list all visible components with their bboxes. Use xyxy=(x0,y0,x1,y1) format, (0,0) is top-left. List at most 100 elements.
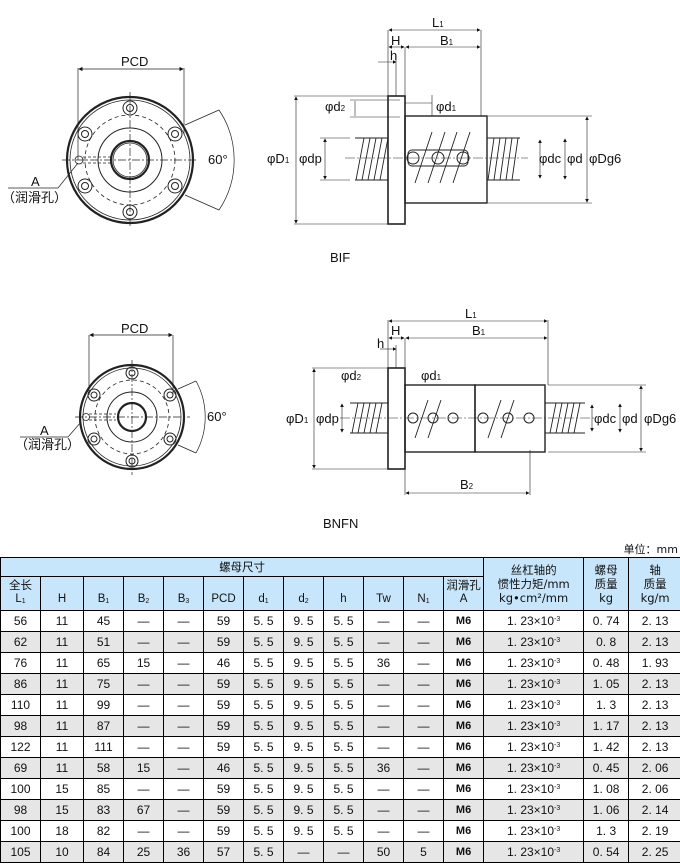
table-cell: 2. 25 xyxy=(628,841,680,863)
table-cell: 62 xyxy=(0,631,41,653)
table-cell: 1. 3 xyxy=(583,694,630,716)
table-cell: 5. 5 xyxy=(243,778,284,800)
table-cell: 0. 54 xyxy=(583,841,630,863)
bnfn-D1-label: φD1 xyxy=(286,411,309,426)
table-cell: 65 xyxy=(83,652,124,674)
table-cell: 111 xyxy=(83,736,124,758)
table-cell: — xyxy=(123,631,164,653)
table-cell: — xyxy=(403,820,444,842)
table-cell: — xyxy=(403,736,444,758)
table-cell: 15 xyxy=(40,778,84,800)
table-cell: — xyxy=(363,820,404,842)
nut-body-1 xyxy=(404,384,476,453)
table-cell: 0. 45 xyxy=(583,757,630,779)
table-cell: — xyxy=(363,631,404,653)
table-cell: 9. 5 xyxy=(283,652,324,674)
table-cell: 2. 13 xyxy=(628,631,680,653)
table-cell: — xyxy=(363,694,404,716)
bnfn-angle-label: 60° xyxy=(207,409,227,424)
table-cell: 5. 5 xyxy=(243,757,284,779)
table-cell: M6 xyxy=(442,673,485,695)
table-cell: 1. 42 xyxy=(583,736,630,758)
column-header: d2 xyxy=(283,576,324,611)
table-cell: 18 xyxy=(40,820,84,842)
table-cell: 98 xyxy=(0,799,41,821)
table-cell: — xyxy=(403,610,444,632)
table-cell: 5 xyxy=(403,841,444,863)
table-cell: 5. 5 xyxy=(243,715,284,737)
table-cell: 5. 5 xyxy=(323,757,364,779)
table-cell: 100 xyxy=(0,820,41,842)
bif-angle-label: 60° xyxy=(208,152,228,167)
table-cell: — xyxy=(163,715,204,737)
table-cell: 5. 5 xyxy=(323,799,364,821)
table-cell: 105 xyxy=(0,841,41,863)
table-cell: 59 xyxy=(203,631,244,653)
table-cell: — xyxy=(163,799,204,821)
table-cell: 36 xyxy=(163,841,204,863)
table-cell: M6 xyxy=(442,610,485,632)
bnfn-caption: BNFN xyxy=(323,516,358,531)
bif-h-label: H xyxy=(391,33,400,48)
table-cell: — xyxy=(403,757,444,779)
column-header: B3 xyxy=(163,576,204,611)
bif-d-label: φd xyxy=(567,151,583,166)
flange xyxy=(387,367,406,470)
table-cell: — xyxy=(123,610,164,632)
bnfn-lube-hole-note: （润滑孔） xyxy=(15,437,80,452)
bif-lube-hole-label: A xyxy=(31,174,40,189)
table-cell: 51 xyxy=(83,631,124,653)
table-cell: — xyxy=(323,841,364,863)
table-cell: — xyxy=(403,715,444,737)
table-cell: 1. 23×10-3 xyxy=(483,736,585,758)
table-cell: 46 xyxy=(203,652,244,674)
table-cell: — xyxy=(123,694,164,716)
table-cell: 1. 23×10-3 xyxy=(483,694,585,716)
column-header: d1 xyxy=(243,576,284,611)
table-cell: 59 xyxy=(203,799,244,821)
table-cell: 2. 06 xyxy=(628,757,680,779)
bif-d2-label: φd2 xyxy=(325,99,346,114)
table-cell: — xyxy=(163,631,204,653)
table-cell: 15 xyxy=(123,757,164,779)
table-cell: — xyxy=(403,694,444,716)
table-cell: 5. 5 xyxy=(323,652,364,674)
table-cell: 1. 23×10-3 xyxy=(483,757,585,779)
table-cell: 1. 05 xyxy=(583,673,630,695)
table-cell: — xyxy=(363,673,404,695)
screw-shaft-right xyxy=(487,137,520,181)
bif-pcd-label: PCD xyxy=(121,54,148,69)
table-cell: 9. 5 xyxy=(283,610,324,632)
table-cell: 9. 5 xyxy=(283,736,324,758)
bnfn-l1-label: L1 xyxy=(465,306,477,321)
table-cell: 59 xyxy=(203,715,244,737)
table-cell: 76 xyxy=(0,652,41,674)
bnfn-lube-hole-label: A xyxy=(40,423,49,438)
table-cell: 11 xyxy=(40,736,84,758)
bolt-holes xyxy=(87,366,177,468)
table-cell: 87 xyxy=(83,715,124,737)
bnfn-dp-label: φdp xyxy=(316,411,339,426)
table-cell: 1. 23×10-3 xyxy=(483,841,585,863)
table-cell: 5. 5 xyxy=(243,610,284,632)
table-cell: M6 xyxy=(442,820,485,842)
table-cell: 5. 5 xyxy=(323,820,364,842)
table-cell: 1. 23×10-3 xyxy=(483,673,585,695)
table-cell: 100 xyxy=(0,778,41,800)
table-cell: 11 xyxy=(40,652,84,674)
table-cell: 1. 08 xyxy=(583,778,630,800)
table-cell: 5. 5 xyxy=(323,736,364,758)
group-header: 螺母尺寸 xyxy=(0,557,485,577)
table-cell: 1. 23×10-3 xyxy=(483,799,585,821)
table-cell: M6 xyxy=(442,841,485,863)
lube-hole xyxy=(82,413,116,421)
table-cell: 75 xyxy=(83,673,124,695)
table-cell: 56 xyxy=(0,610,41,632)
